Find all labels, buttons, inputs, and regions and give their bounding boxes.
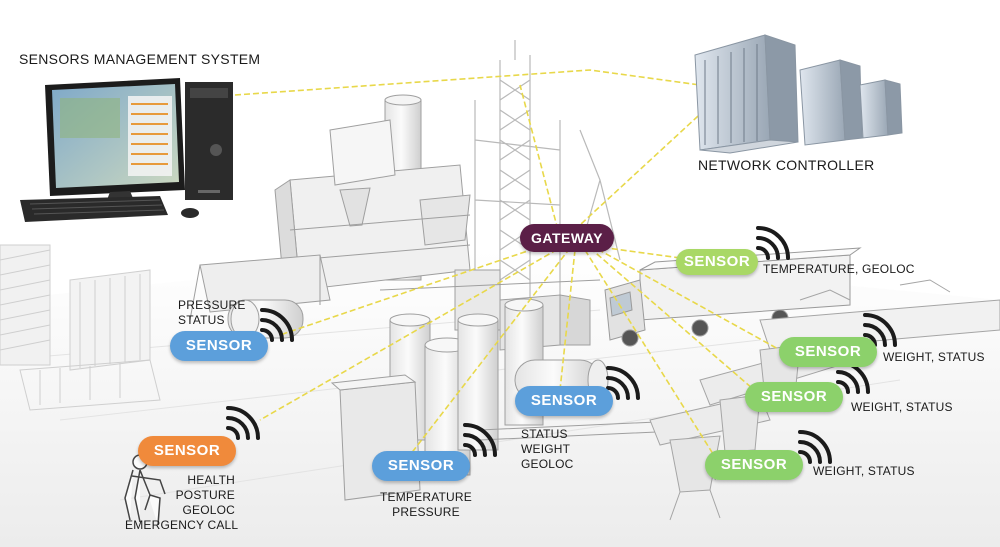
sensor-node-conveyor-1: SENSOR: [779, 337, 877, 367]
controller-label: NETWORK CONTROLLER: [698, 157, 875, 173]
sensor-node-pipe: SENSOR: [515, 386, 613, 416]
sensor-node-silo: SENSOR: [372, 451, 470, 481]
wifi-icon-tank: [260, 308, 294, 342]
lattice-tower-icon: [474, 40, 621, 330]
sensor-caption-conveyor-2: WEIGHT, STATUS: [851, 400, 953, 414]
sensor-node-worker: SENSOR: [138, 436, 236, 466]
wifi-icon-conveyor-3: [798, 430, 832, 464]
sensor-node-conveyor-2: SENSOR: [745, 382, 843, 412]
wifi-icon-truck: [756, 226, 790, 260]
sensor-node-tank: SENSOR: [170, 331, 268, 361]
sensor-caption-conveyor-1: WEIGHT, STATUS: [883, 350, 985, 364]
server-rack-icon: [694, 34, 903, 154]
gateway-node: GATEWAY: [520, 224, 614, 252]
wifi-icon-pipe: [606, 366, 640, 400]
sensor-caption-truck: TEMPERATURE, GEOLOC: [763, 262, 915, 276]
sensor-node-conveyor-3: SENSOR: [705, 450, 803, 480]
sensor-node-truck: SENSOR: [676, 249, 758, 275]
wifi-icon-worker: [226, 406, 260, 440]
left-building-icon: [0, 244, 161, 411]
wifi-icon-silo: [463, 423, 497, 457]
sensor-caption-conveyor-3: WEIGHT, STATUS: [813, 464, 915, 478]
computer-icon: [20, 78, 233, 222]
system-title: SENSORS MANAGEMENT SYSTEM: [19, 51, 261, 67]
